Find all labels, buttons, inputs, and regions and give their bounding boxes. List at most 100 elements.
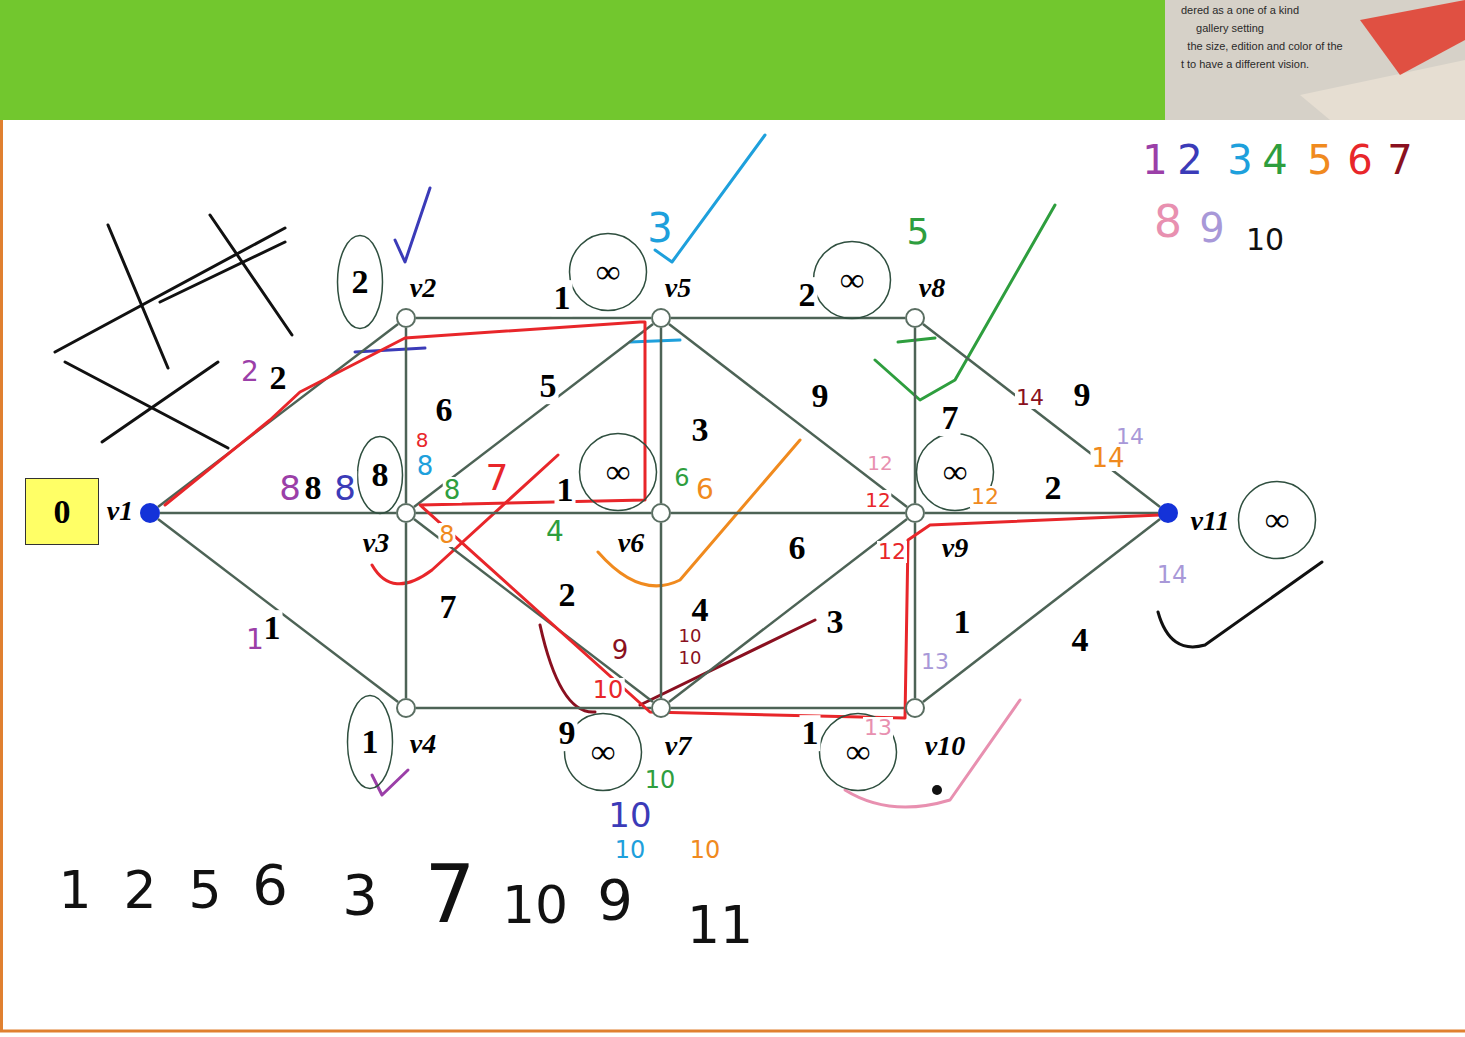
handwritten-number: 7: [424, 855, 477, 935]
edge-weight: 1: [555, 472, 576, 508]
ellipse-shape: [580, 434, 657, 511]
page-border: [0, 1030, 1465, 1033]
handwritten-number: 8: [333, 471, 357, 505]
graph-vertex: v3: [396, 503, 416, 523]
edge-weight: 3: [690, 412, 711, 448]
graph-edge: [160, 512, 396, 515]
edge-weight: 2: [268, 360, 289, 396]
vertex-name: v8: [919, 274, 945, 302]
source-box: 0: [25, 478, 99, 545]
photo-text: t to have a different vision.: [1181, 59, 1309, 70]
graph-vertex: v1: [140, 503, 160, 523]
graph-edge: [416, 707, 651, 710]
handwritten-number: 6: [695, 476, 715, 504]
graph-edge: [416, 512, 651, 515]
handwritten-number: 12: [877, 541, 907, 563]
handwritten-number: 12: [866, 453, 893, 473]
handwritten-number: 7: [1386, 140, 1413, 180]
graph-edge: [405, 523, 408, 698]
handwritten-number: 5: [1306, 140, 1333, 180]
dot: [932, 785, 942, 795]
handwritten-number: 1: [1141, 140, 1168, 180]
handwritten-number: 8: [278, 471, 302, 505]
vertex-name: v6: [618, 529, 644, 557]
vertex-name: v1: [107, 497, 133, 525]
handwritten-number: 10: [689, 838, 722, 862]
page-border: [0, 120, 3, 1031]
label-ellipse: 8: [356, 435, 404, 515]
ellipse-shape: [814, 242, 891, 319]
vertex-name: v11: [1191, 507, 1230, 535]
graph-edge: [671, 707, 905, 710]
graph-vertex: v11: [1158, 503, 1178, 523]
graph-edge: [669, 324, 907, 507]
shortest-path: [165, 322, 1160, 718]
handwritten-number: 8: [416, 453, 435, 479]
handwritten-number: 9: [596, 872, 634, 928]
handwritten-number: 8: [438, 523, 455, 547]
photo-paper: [1300, 60, 1465, 120]
node-value: 8: [372, 458, 389, 492]
node-value: ∞: [606, 455, 630, 489]
node-value: ∞: [591, 735, 615, 769]
handwritten-number: 5: [906, 214, 931, 250]
handwritten-number: 10: [644, 768, 677, 792]
graph-edge: [660, 328, 663, 503]
handwritten-number: 14: [1090, 445, 1125, 471]
red-marker: [1360, 0, 1465, 75]
edge-weight: 7: [940, 400, 961, 436]
edge-weight: 2: [797, 277, 818, 313]
handwritten-number: 9: [611, 637, 630, 663]
handwritten-number: 8: [443, 477, 462, 503]
ellipse-shape: [338, 236, 383, 329]
vertex-name: v3: [363, 529, 389, 557]
vertex-name: v7: [665, 732, 691, 760]
graph-edge: [416, 317, 651, 320]
graph-vertex: v5: [651, 308, 671, 328]
handwritten-number: 7: [485, 460, 510, 496]
handwritten-number: 11: [686, 899, 754, 951]
graph-vertex: v6: [651, 503, 671, 523]
vertex-name: v2: [410, 274, 436, 302]
graph-edge: [914, 328, 917, 503]
handwritten-number: 10: [678, 627, 703, 645]
edge-weight: 5: [538, 368, 559, 404]
label-ellipse: ∞: [568, 232, 648, 312]
handwritten-number: 1: [245, 626, 265, 654]
hand-marks: [355, 135, 1322, 807]
graph-edge: [158, 519, 398, 702]
handwritten-number: 12: [864, 490, 891, 510]
graph-edge: [671, 512, 905, 515]
handwritten-number: 4: [1261, 140, 1288, 180]
header-bar: [0, 0, 1165, 120]
handwritten-number: 12: [970, 486, 1000, 508]
handwritten-number: 14: [1015, 387, 1045, 409]
graph-edge: [158, 324, 398, 507]
node-value: ∞: [840, 263, 864, 297]
vertex-name: v10: [925, 732, 965, 760]
handwritten-number: 13: [920, 651, 950, 673]
handwritten-number: 6: [673, 466, 690, 490]
photo: [1165, 0, 1465, 120]
handwritten-number: 13: [863, 717, 893, 739]
ellipse-shape: [1239, 482, 1316, 559]
handwritten-number: 1: [57, 864, 92, 916]
graph-vertex: v2: [396, 308, 416, 328]
handwritten-number: 10: [501, 879, 569, 931]
handwritten-number: 3: [646, 208, 673, 248]
graph-edge: [414, 519, 653, 702]
node-value: ∞: [596, 255, 620, 289]
handwritten-number: 3: [341, 867, 379, 923]
graph-edge: [923, 324, 1160, 507]
edge-weight: 6: [434, 392, 455, 428]
graph-edge: [660, 523, 663, 698]
vertex-name: v5: [665, 274, 691, 302]
photo-text: gallery setting: [1196, 23, 1264, 34]
graph-edge: [925, 512, 1158, 515]
handwritten-number: 8: [415, 430, 430, 450]
vertex-name: v4: [410, 730, 436, 758]
graph-vertex: v10: [905, 698, 925, 718]
edge-weight: 2: [1043, 470, 1064, 506]
handwritten-number: 8: [1153, 200, 1183, 244]
handwritten-number: 9: [1198, 208, 1225, 248]
